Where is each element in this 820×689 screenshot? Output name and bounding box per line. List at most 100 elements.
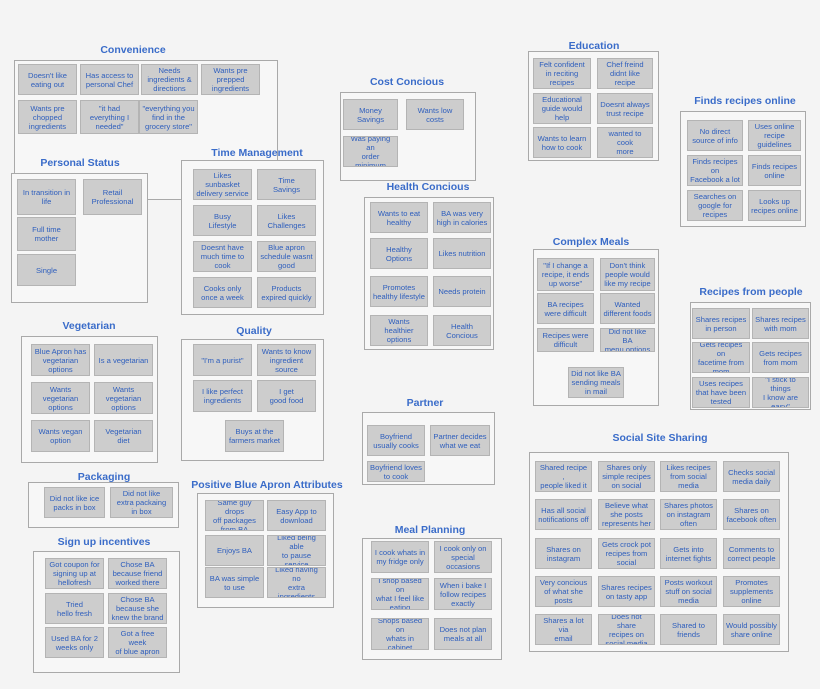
sticky-note[interactable]: Blue apron schedule wasnt good xyxy=(257,241,316,272)
sticky-note[interactable]: Did not like extra packaing in box xyxy=(110,487,173,518)
sticky-note[interactable]: No direct source of info xyxy=(687,120,743,151)
sticky-note[interactable]: "I stick to things I know are easy" xyxy=(752,377,809,408)
sticky-note[interactable]: "If I change a recipe, it ends up worse" xyxy=(537,258,594,291)
sticky-note[interactable]: Chef freind didnt like recipe xyxy=(597,58,653,89)
sticky-note[interactable]: Chose BA because she knew the brand xyxy=(108,593,167,624)
sticky-note[interactable]: Got a free week of blue apron xyxy=(108,627,167,658)
sticky-note[interactable]: Health Concious xyxy=(433,315,491,346)
sticky-note[interactable]: BA recipes were difficult xyxy=(537,293,594,324)
sticky-note[interactable]: Chose BA because friend worked there xyxy=(108,558,167,589)
sticky-note[interactable]: Shares recipes in person xyxy=(692,308,750,339)
sticky-note[interactable]: Recipes were difficult xyxy=(537,328,594,352)
sticky-note[interactable]: Wants pre prepped ingredients xyxy=(201,64,260,95)
sticky-note[interactable]: Did not like ice packs in box xyxy=(44,487,105,518)
sticky-note[interactable]: "everything you find in the grocery stor… xyxy=(139,100,198,134)
sticky-note[interactable]: wanted to cook more xyxy=(597,127,653,158)
sticky-note[interactable]: Shares on facebook often xyxy=(723,499,780,530)
sticky-note[interactable]: Shares a lot via email xyxy=(535,614,592,645)
sticky-note[interactable]: Uses online recipe guidelines xyxy=(748,120,801,151)
sticky-note[interactable]: Shares photos on instagram often xyxy=(660,499,717,530)
sticky-note[interactable]: Shared recipe , people liked it xyxy=(535,461,592,492)
sticky-note[interactable]: Buys at the farmers market xyxy=(225,420,284,452)
sticky-note[interactable]: Busy Lifestyle xyxy=(193,205,252,236)
sticky-note[interactable]: Likes Challenges xyxy=(257,205,316,236)
sticky-note[interactable]: Needs ingredients & directions xyxy=(141,64,198,95)
sticky-note[interactable]: I get good food xyxy=(257,380,316,412)
sticky-note[interactable]: Tried hello fresh xyxy=(45,593,104,624)
sticky-note[interactable]: Wants low costs xyxy=(406,99,464,130)
sticky-note[interactable]: Blue Apron has vegetarian options xyxy=(31,344,90,376)
sticky-note[interactable]: Likes sunbasket delivery service xyxy=(193,169,252,200)
sticky-note[interactable]: Shares only simple recipes on social xyxy=(598,461,655,492)
sticky-note[interactable]: Uses recipes that have been tested xyxy=(692,377,750,408)
sticky-note[interactable]: When i bake I follow recipes exactly xyxy=(434,578,492,610)
sticky-note[interactable]: Wants healthier options xyxy=(370,315,428,346)
sticky-note[interactable]: Does not share recipes on social media xyxy=(598,614,655,645)
sticky-note[interactable]: Enjoys BA xyxy=(205,535,264,566)
sticky-note[interactable]: Did not like BA menu options xyxy=(600,328,655,352)
sticky-note[interactable]: Wants vegetarian options xyxy=(94,382,153,414)
sticky-note[interactable]: BA was simple to use xyxy=(205,567,264,598)
sticky-note[interactable]: Checks social media daily xyxy=(723,461,780,492)
sticky-note[interactable]: Wants vegan option xyxy=(31,420,90,452)
sticky-note[interactable]: Wanted different foods xyxy=(600,293,655,324)
sticky-note[interactable]: Boyfriend loves to cook xyxy=(367,461,425,482)
sticky-note[interactable]: Would possibly share online xyxy=(723,614,780,645)
sticky-note[interactable]: Vegetarian diet xyxy=(94,420,153,452)
sticky-note[interactable]: Needs protein xyxy=(433,276,491,307)
sticky-note[interactable]: Time Savings xyxy=(257,169,316,200)
sticky-note[interactable]: Products expired quickly xyxy=(257,277,316,308)
sticky-note[interactable]: "I'm a purist" xyxy=(193,344,252,376)
sticky-note[interactable]: "it had everything I needed" xyxy=(80,100,139,134)
sticky-note[interactable]: I cook whats in my fridge only xyxy=(371,541,429,573)
sticky-note[interactable]: Comments to correct people xyxy=(723,538,780,569)
sticky-note[interactable]: Doesnt have much time to cook xyxy=(193,241,252,272)
sticky-note[interactable]: Single xyxy=(17,254,76,286)
sticky-note[interactable]: Gets recipes from mom xyxy=(752,342,809,373)
sticky-note[interactable]: Likes nutrition xyxy=(433,238,491,269)
sticky-note[interactable]: Shares on instagram xyxy=(535,538,592,569)
sticky-note[interactable]: I like perfect ingredients xyxy=(193,380,252,412)
sticky-note[interactable]: I shop based on what I feel like eating xyxy=(371,578,429,610)
sticky-note[interactable]: Was paying an order minimum xyxy=(343,136,398,167)
sticky-note[interactable]: Educational guide would help xyxy=(533,93,591,124)
sticky-note[interactable]: Finds recipes online xyxy=(748,155,801,186)
sticky-note[interactable]: Gets crock pot recipes from social xyxy=(598,538,655,569)
sticky-note[interactable]: Looks up recipes online xyxy=(748,190,801,221)
sticky-note[interactable]: Cooks only once a week xyxy=(193,277,252,308)
sticky-note[interactable]: Felt confident in reciting recipes xyxy=(533,58,591,89)
sticky-note[interactable]: Very concious of what she posts xyxy=(535,576,592,607)
sticky-note[interactable]: I cook only on special occasions xyxy=(434,541,492,573)
sticky-note[interactable]: Full time mother xyxy=(17,217,76,251)
sticky-note[interactable]: Has all social notifications off xyxy=(535,499,592,530)
sticky-note[interactable]: Doesnt always trust recipe xyxy=(597,93,653,124)
sticky-note[interactable]: Promotes supplements online xyxy=(723,576,780,607)
sticky-note[interactable]: Wants to learn how to cook xyxy=(533,127,591,158)
sticky-note[interactable]: Used BA for 2 weeks only xyxy=(45,627,104,658)
sticky-note[interactable]: Shops based on whats in cabinet xyxy=(371,618,429,650)
sticky-note[interactable]: Got coupon for signing up at hellofresh xyxy=(45,558,104,589)
sticky-note[interactable]: Gets recipes on facetime from mom xyxy=(692,342,750,373)
sticky-note[interactable]: Gets into internet fights xyxy=(660,538,717,569)
sticky-note[interactable]: In transition in life xyxy=(17,179,76,215)
sticky-note[interactable]: Liked having no extra ingredients xyxy=(267,567,326,598)
sticky-note[interactable]: Likes recipes from social media xyxy=(660,461,717,492)
sticky-note[interactable]: Searches on google for recipes xyxy=(687,190,743,221)
sticky-note[interactable]: Promotes healthy lifestyle xyxy=(370,276,428,307)
sticky-note[interactable]: Shared to friends xyxy=(660,614,717,645)
sticky-note[interactable]: Boyfriend usually cooks xyxy=(367,425,425,456)
sticky-note[interactable]: Doesn't like eating out xyxy=(18,64,77,95)
sticky-note[interactable]: Is a vegetarian xyxy=(94,344,153,376)
sticky-note[interactable]: Money Savings xyxy=(343,99,398,130)
sticky-note[interactable]: Partner decides what we eat xyxy=(430,425,490,456)
sticky-note[interactable]: Shares recipes with mom xyxy=(752,308,809,339)
sticky-note[interactable]: Easy App to download xyxy=(267,500,326,531)
sticky-note[interactable]: Don't think people would like my recipe xyxy=(600,258,655,291)
sticky-note[interactable]: Liked being able to pause service xyxy=(267,535,326,566)
sticky-note[interactable]: Wants to know ingredient source xyxy=(257,344,316,376)
sticky-note[interactable]: Wants pre chopped ingredients xyxy=(18,100,77,134)
sticky-note[interactable]: Healthy Options xyxy=(370,238,428,269)
sticky-note[interactable]: Same guy drops off packages from BA xyxy=(205,500,264,531)
sticky-note[interactable]: Has access to personal Chef xyxy=(80,64,139,95)
sticky-note[interactable]: Believe what she posts represents her xyxy=(598,499,655,530)
